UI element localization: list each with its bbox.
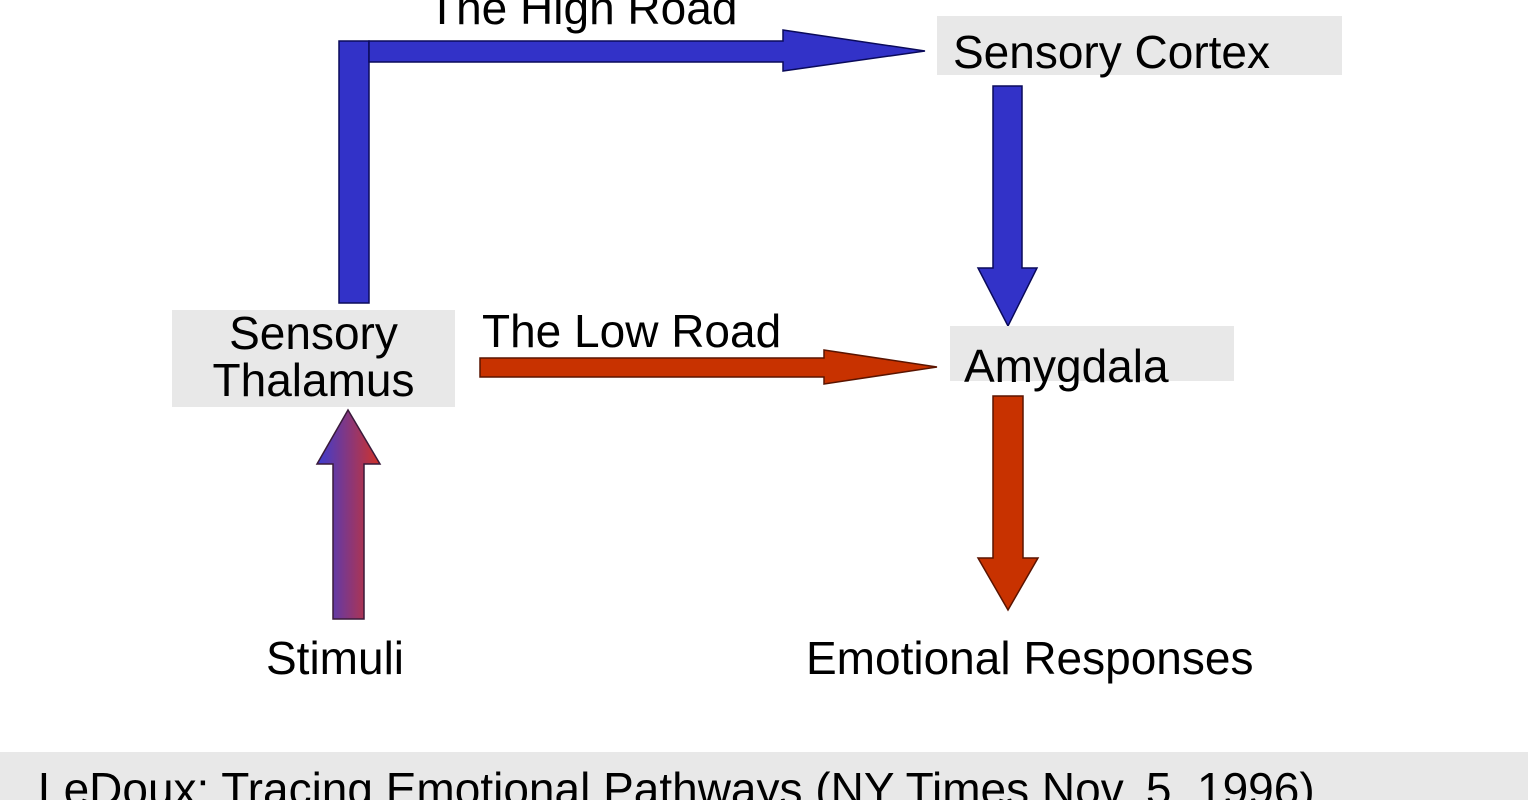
sensory-thalamus-label-line2: Thalamus (212, 354, 415, 406)
sensory-cortex-label: Sensory Cortex (953, 26, 1271, 78)
cortex-to-amygdala-arrow (976, 85, 1039, 328)
node-amygdala: Amygdala (950, 326, 1234, 392)
amygdala-to-responses-arrow (976, 395, 1040, 612)
amygdala-label: Amygdala (964, 340, 1169, 392)
low-road-label: The Low Road (482, 305, 782, 357)
emotional-responses-label: Emotional Responses (806, 632, 1254, 684)
high-road-arrow-horizontal (368, 29, 926, 72)
sensory-thalamus-label-line1: Sensory (229, 307, 398, 359)
citation-text: LeDoux: Tracing Emotional Pathways (NY T… (38, 763, 1315, 800)
node-sensory-cortex: Sensory Cortex (937, 16, 1342, 78)
high-road-arrow-vertical (338, 40, 370, 304)
high-road-label: The High Road (428, 0, 738, 34)
stimuli-label: Stimuli (266, 632, 405, 684)
stimuli-to-thalamus-arrow (315, 408, 382, 620)
low-road-arrow (479, 349, 938, 385)
node-sensory-thalamus: Sensory Thalamus (172, 310, 455, 407)
citation-bar: LeDoux: Tracing Emotional Pathways (NY T… (0, 752, 1528, 800)
